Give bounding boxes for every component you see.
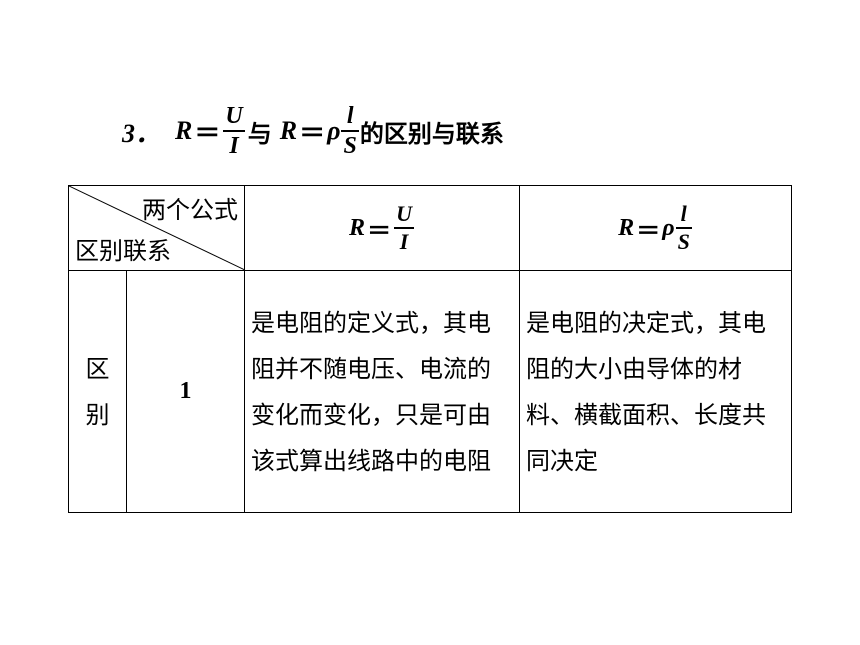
fraction-bar: [675, 227, 692, 229]
corner-cell: 两个公式 区别联系: [68, 185, 245, 271]
corner-diagonal-line: [69, 186, 245, 270]
heading-formula1-numerator: U: [225, 103, 243, 129]
col2-formula-denominator: S: [677, 229, 690, 254]
header-formula-definition: R ＝ U I: [244, 185, 520, 271]
table-header-row: 两个公式 区别联系 R ＝ U I R ＝ ρ l: [68, 185, 792, 271]
comparison-table: 两个公式 区别联系 R ＝ U I R ＝ ρ l: [68, 185, 792, 513]
row-index: 1: [126, 270, 245, 513]
determination-description: 是电阻的决定式，其电阻的大小由导体的材料、横截面积、长度共同决定: [519, 270, 792, 513]
corner-top-label: 两个公式: [142, 196, 238, 224]
heading-formula2-denominator: S: [343, 133, 357, 159]
definition-description: 是电阻的定义式，其电阻并不随电压、电流的变化而变化，只是可由该式算出线路中的电阻: [244, 270, 520, 513]
heading-formula1-eq: ＝: [194, 118, 221, 148]
fraction-bar: [341, 130, 359, 132]
heading-connector: 与: [247, 119, 272, 148]
heading-formula1-lhs: R: [175, 116, 193, 145]
col1-formula-fraction: U I: [394, 203, 414, 253]
col2-formula-fraction: l S: [675, 201, 692, 254]
row-group-char-2: 别: [85, 400, 110, 429]
col2-formula-coef: ρ: [662, 214, 675, 241]
heading-formula2-lhs: R: [279, 116, 298, 145]
col2-formula-numerator: l: [680, 201, 687, 226]
section-heading: 3． R ＝ U I 与 R ＝ ρ l S 的区别与联系: [122, 104, 504, 158]
row-group-label: 区 别: [68, 270, 127, 513]
fraction-bar: [223, 130, 245, 132]
fraction-bar: [394, 227, 414, 229]
heading-suffix: 的区别与联系: [359, 119, 504, 148]
heading-formula2-fraction: l S: [341, 103, 359, 159]
table-row: 区 别 1 是电阻的定义式，其电阻并不随电压、电流的变化而变化，只是可由该式算出…: [68, 270, 792, 513]
row-group-char-1: 区: [85, 354, 110, 383]
heading-formula1-denominator: I: [229, 133, 239, 159]
col1-formula-numerator: U: [396, 201, 412, 226]
heading-formula2-eq: ＝: [299, 118, 326, 148]
heading-formula2-coef: ρ: [327, 116, 341, 145]
col2-formula-eq: ＝: [636, 218, 661, 245]
heading-formula1-fraction: U I: [223, 103, 245, 159]
header-formula-determination: R ＝ ρ l S: [519, 185, 792, 271]
heading-formula2-numerator: l: [346, 103, 354, 129]
section-number: 3．: [122, 118, 162, 148]
col1-formula-eq: ＝: [367, 218, 392, 245]
col2-formula-lhs: R: [618, 214, 635, 241]
col1-formula-denominator: I: [399, 229, 409, 254]
corner-bottom-label: 区别联系: [75, 237, 171, 265]
col1-formula-lhs: R: [349, 214, 366, 241]
